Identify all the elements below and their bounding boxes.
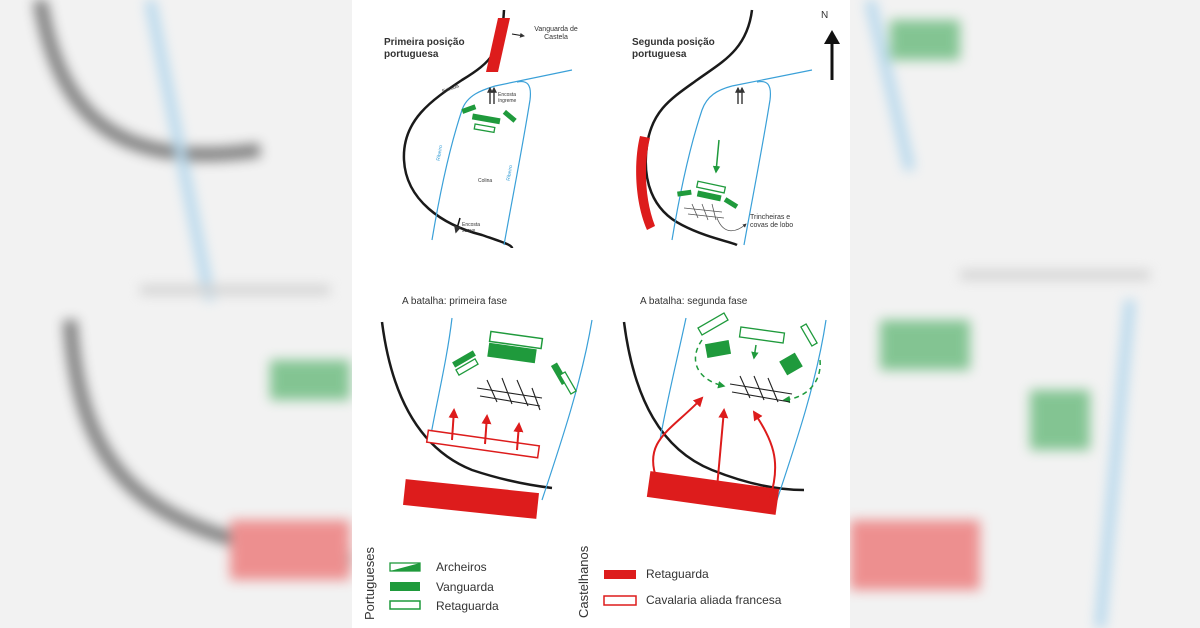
hill-label: Colina [478,178,493,184]
legend-vanguarda-label: Vanguarda [436,580,494,594]
trenches-label: Trincheiras e covas de lobo [750,214,794,229]
panel3-map [380,317,593,519]
battle-map-figure: N Primeira posição portuguesa Vanguarda … [352,0,850,628]
castilian-vanguard-block-2 [636,136,655,230]
panel4-map [622,312,827,515]
legend-vanguarda-symbol [390,582,420,591]
legend-symbols [389,562,637,610]
panel2-map [636,9,813,247]
trenches-2 [683,203,725,221]
legend-retaguarda-cas-label: Retaguarda [646,567,709,581]
map-drawing [380,9,840,610]
steep-slope-label: Encosta íngreme [498,92,517,104]
road-line [402,9,514,249]
castile-vanguard-label: Vanguarda de Castela [534,26,578,41]
castilian-vanguard-block [486,18,510,72]
legend-castelhanos-title: Castelhanos [576,545,591,618]
stream-left [431,85,496,241]
trenches-3 [476,377,543,411]
legend-cavalaria-label: Cavalaria aliada francesa [646,593,782,607]
gentle-slope-label: Encosta suave [462,222,481,234]
blurred-background-left [0,0,352,628]
panel3-title: A batalha: primeira fase [402,296,508,307]
north-arrow-icon [824,30,840,80]
portuguese-formation-1 [461,104,517,134]
portuguese-formation-2 [677,180,739,209]
trenches-4 [729,375,793,403]
legend-portugueses-title: Portugueses [362,547,377,620]
panel1-title: Primeira posição portuguesa [384,37,465,60]
legend-archeiros-label: Archeiros [436,560,487,574]
panel2-title: Segunda posição portuguesa [632,37,715,60]
compass-label: N [821,10,829,21]
legend-retaguarda-pt-symbol [389,600,421,610]
legend-cavalaria-symbol [603,595,637,606]
legend-retaguarda-pt-label: Retaguarda [436,599,499,613]
stream-right [503,80,532,246]
blurred-background-right [850,0,1200,628]
legend-retaguarda-cas-symbol [604,570,636,579]
panel4-title: A batalha: segunda fase [640,296,748,307]
panel1-map [402,9,573,249]
